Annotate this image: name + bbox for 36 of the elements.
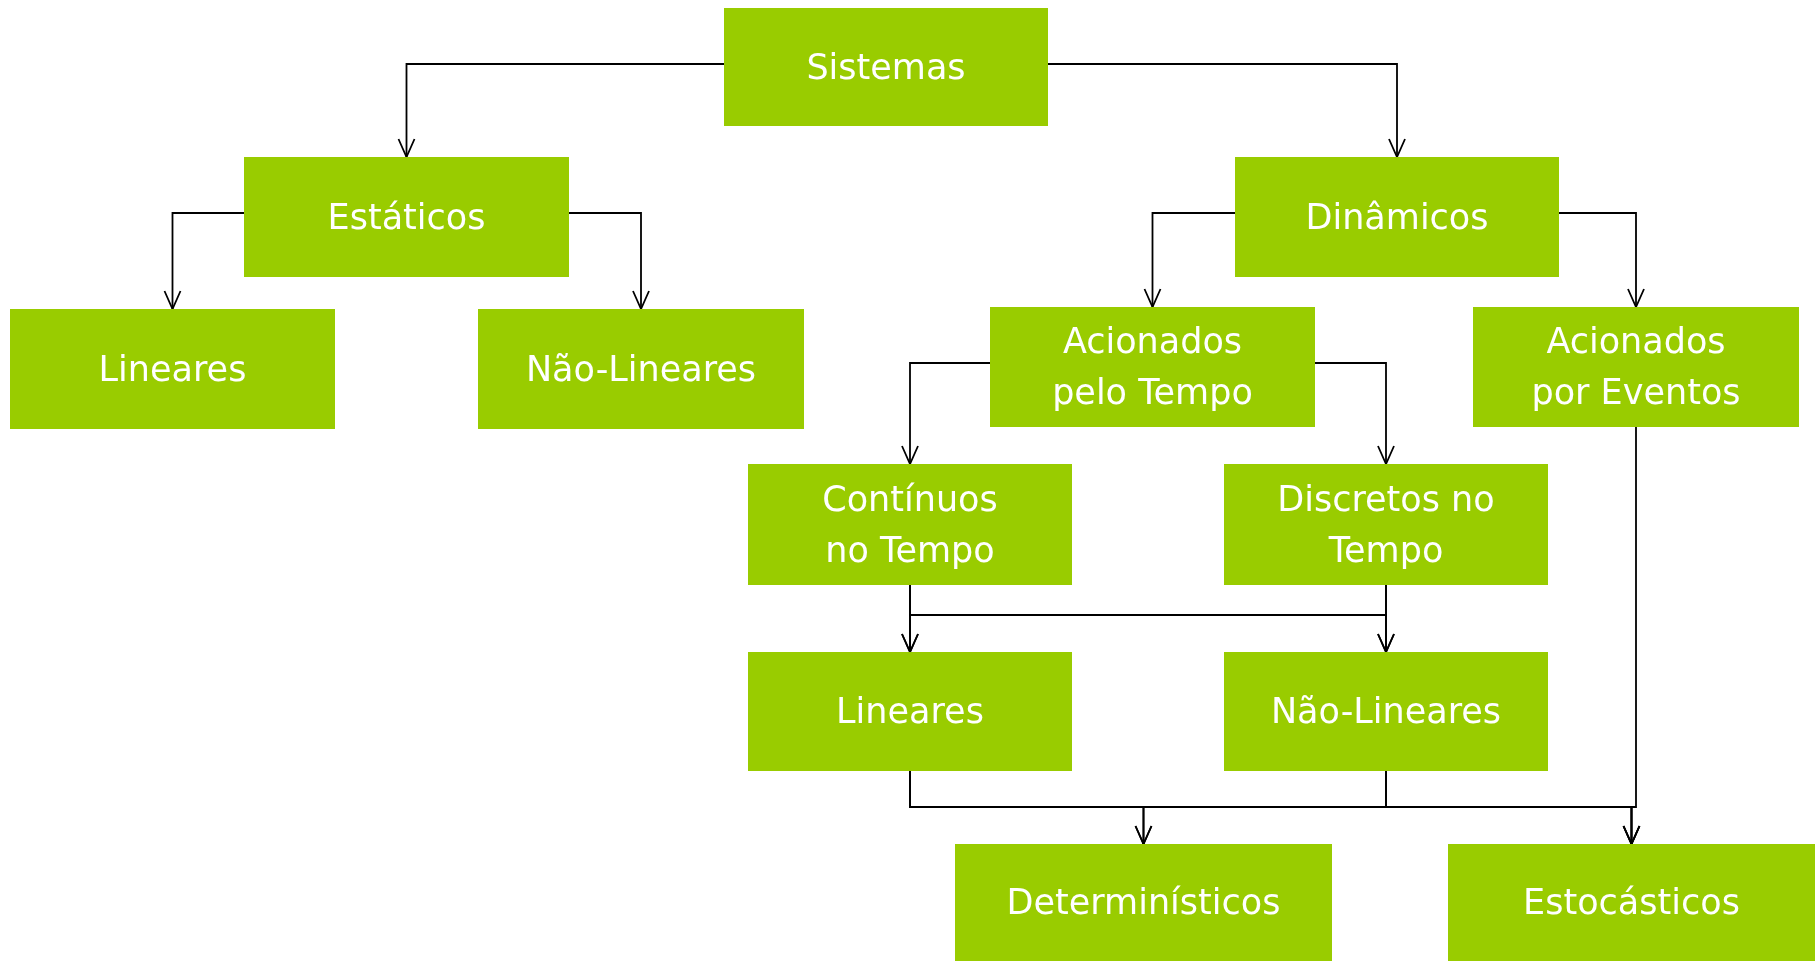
node-label: Não-Lineares: [1270, 690, 1502, 734]
category-box: [1473, 307, 1799, 427]
category-box: [1224, 464, 1548, 585]
category-box: [748, 652, 1072, 771]
node-label: Não-Lineares: [525, 347, 757, 391]
category-box: [1235, 157, 1559, 277]
category-box: [990, 307, 1315, 427]
node-label: Acionados pelo Tempo: [1051, 320, 1254, 414]
arrow: [163, 212, 245, 310]
arrow: [1047, 63, 1406, 158]
node-label: Contínuos no Tempo: [821, 477, 999, 572]
category-box: [748, 464, 1072, 585]
node-label: Determinísticos: [1006, 881, 1281, 925]
category-box: [1448, 844, 1815, 961]
arrow: [397, 63, 725, 158]
category-box: [1224, 652, 1548, 771]
category-box: [955, 844, 1332, 961]
node-label: Estocásticos: [1523, 881, 1740, 925]
arrow: [1558, 212, 1645, 308]
arrow: [1143, 212, 1236, 308]
category-box: [724, 8, 1048, 126]
node-label: Lineares: [836, 690, 984, 734]
node-label: Sistemas: [806, 45, 966, 89]
node-label: Dinâmicos: [1305, 195, 1489, 239]
arrow: [568, 212, 650, 310]
node-label: Estáticos: [327, 195, 486, 239]
arrow: [1622, 426, 1641, 845]
arrow: [1314, 362, 1395, 465]
node-label: Lineares: [98, 347, 247, 391]
node-label: Acionados por Eventos: [1530, 320, 1742, 414]
category-box: [244, 157, 569, 277]
category-box: [10, 309, 335, 429]
category-box: [478, 309, 804, 429]
arrow: [901, 362, 991, 465]
node-label: Discretos no Tempo: [1276, 477, 1496, 572]
arrow: [1377, 584, 1395, 653]
